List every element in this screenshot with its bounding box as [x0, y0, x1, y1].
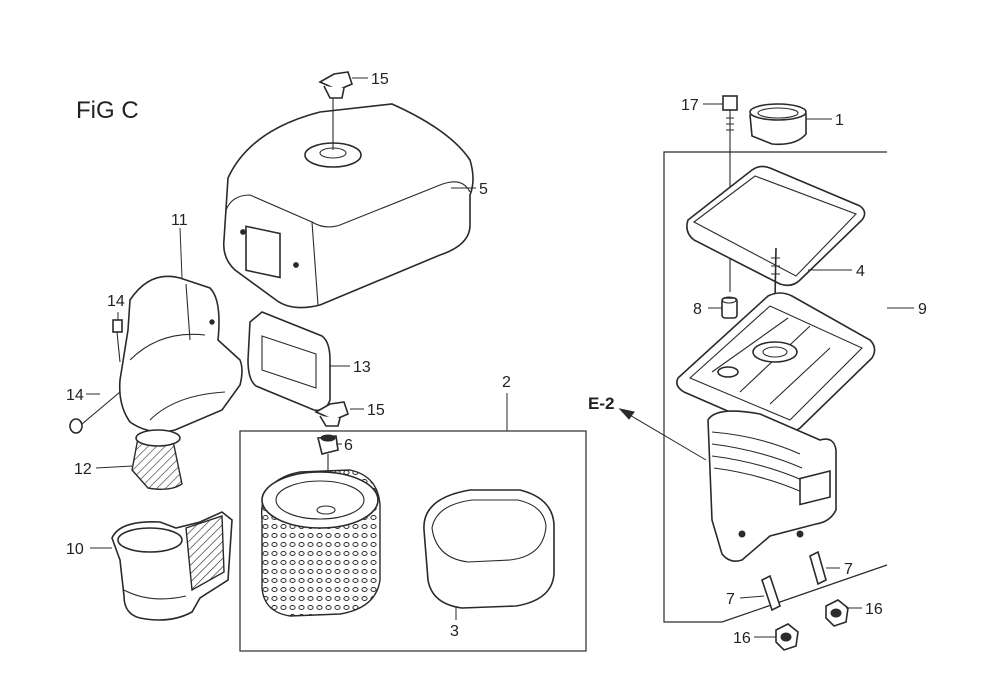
- callout-8: 8: [693, 301, 702, 318]
- part-7-pin-upper: [809, 550, 827, 586]
- part-16-flange-nut-lower: [775, 623, 799, 651]
- callout-16-right: 16: [865, 601, 883, 618]
- part-4-gasket-ring: [686, 165, 866, 287]
- part-9-air-cleaner-case: [676, 292, 876, 562]
- callout-9: 9: [918, 301, 927, 318]
- part-13-gasket: [247, 311, 331, 412]
- callout-7-upper: 7: [844, 561, 853, 578]
- part-15-wing-nut-top: [318, 71, 353, 150]
- callout-12: 12: [74, 461, 92, 478]
- callout-17: 17: [681, 97, 699, 114]
- callout-13: 13: [353, 359, 371, 376]
- part-14-bolt-lower: [69, 391, 121, 434]
- callout-6: 6: [344, 437, 353, 454]
- callout-15-lower: 15: [367, 402, 385, 419]
- figure-label: FiG C: [76, 97, 139, 124]
- callout-4: 4: [856, 263, 865, 280]
- callout-7-lower: 7: [726, 591, 735, 608]
- callout-3: 3: [450, 623, 459, 640]
- part-7-pin-lower: [761, 574, 781, 612]
- part-6-nut: [317, 434, 339, 512]
- part-8-collar: [721, 296, 738, 319]
- callout-15-top: 15: [371, 71, 389, 88]
- part-10-elbow-base: [111, 511, 233, 621]
- callout-5: 5: [479, 181, 488, 198]
- callout-16-lower: 16: [733, 630, 751, 647]
- reference-e2: E-2: [588, 394, 614, 413]
- callout-1: 1: [835, 112, 844, 129]
- callout-14-upper: 14: [107, 293, 125, 310]
- callout-14-lower: 14: [66, 387, 84, 404]
- callout-10: 10: [66, 541, 84, 558]
- part-5-air-cleaner-cover: [222, 103, 474, 309]
- callout-2: 2: [502, 374, 511, 391]
- part-14-bolt-upper: [112, 319, 123, 363]
- part-2-filter-element: [260, 469, 381, 617]
- part-3-foam-element: [423, 489, 555, 609]
- part-15-wing-nut-lower: [314, 401, 349, 427]
- part-12-screen: [131, 429, 183, 491]
- box-part-2-group: [239, 430, 587, 652]
- reference-arrow-e2: [618, 408, 707, 461]
- part-16-flange-nut-right: [825, 599, 849, 627]
- callout-11: 11: [171, 212, 188, 229]
- part-11-elbow-duct: [118, 275, 243, 433]
- part-1-collar: [749, 103, 807, 146]
- leader-lines: [86, 77, 914, 638]
